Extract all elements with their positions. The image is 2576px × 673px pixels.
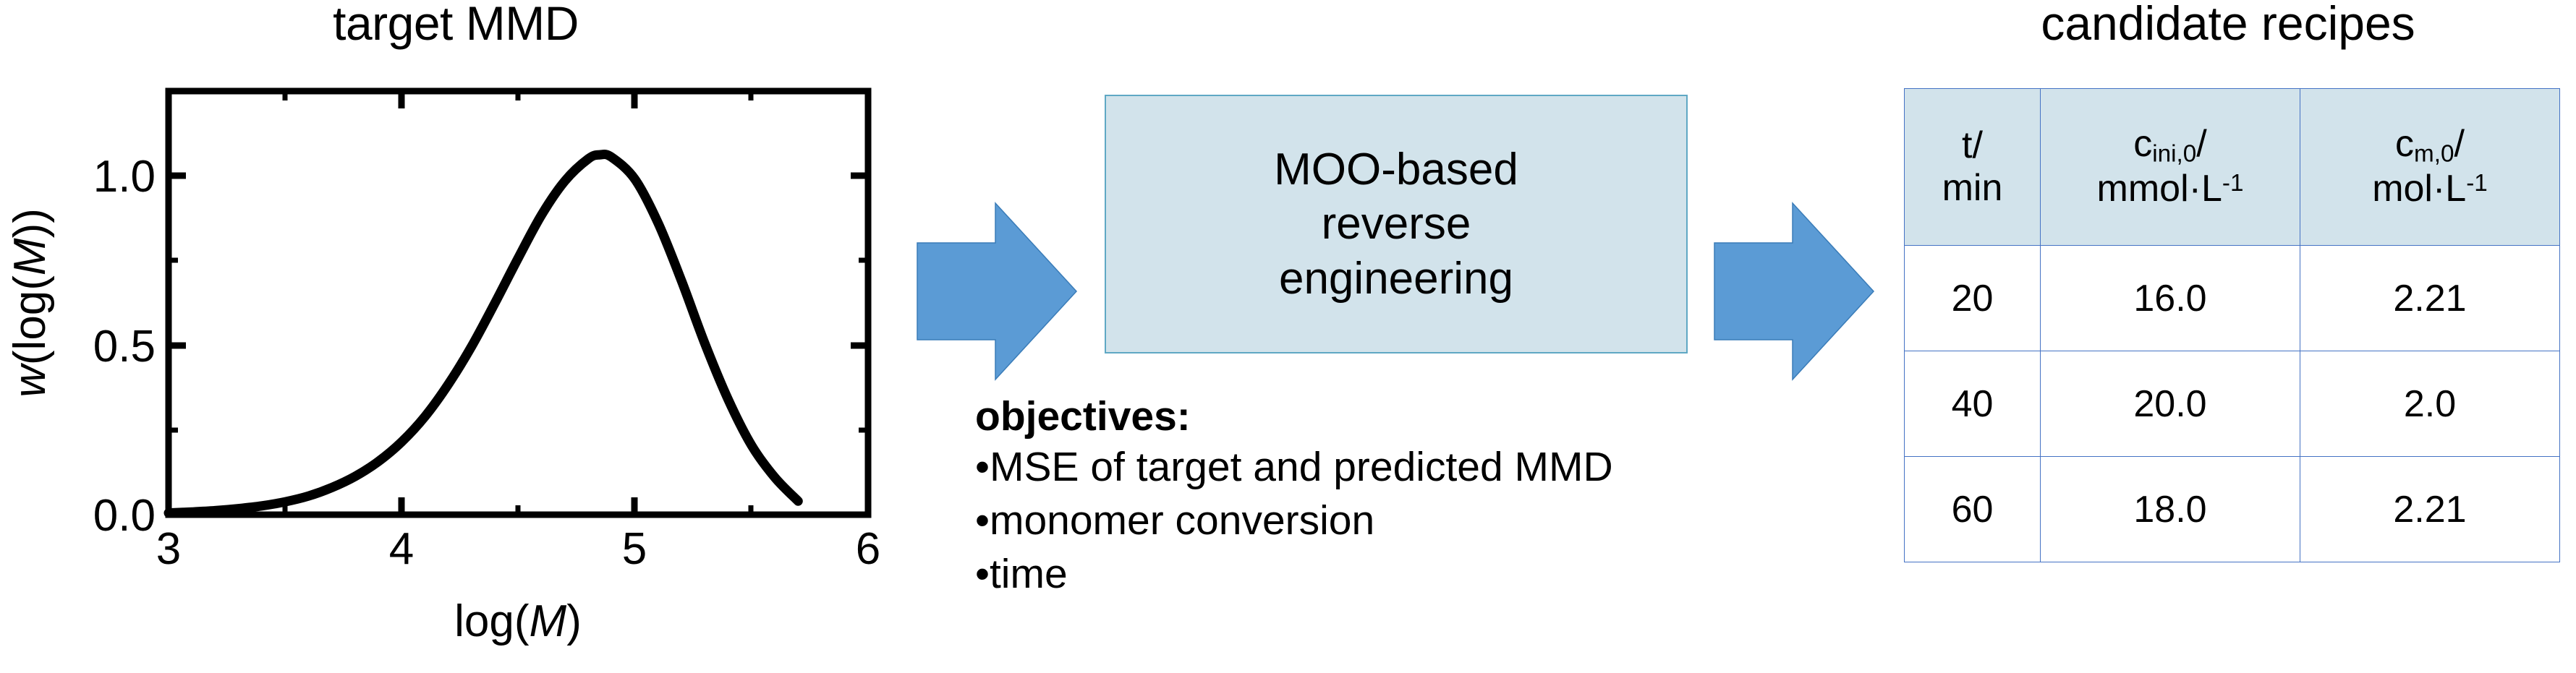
- column-header-time-line2: min: [1942, 167, 2003, 209]
- column-header-time: t/ min: [1904, 88, 2041, 246]
- cell-c-ini: 20.0: [2040, 351, 2300, 457]
- objectives-list: objectives: •MSE of target and predicted…: [975, 393, 1879, 601]
- cell-time: 20: [1904, 245, 2041, 351]
- x-axis-title: log(M): [454, 596, 582, 646]
- mmd-plot: 3 4 5 6 0.0 0.5 1.0 log(M) w(log(M)): [5, 87, 880, 646]
- table-row: 60 18.0 2.21: [1904, 456, 2560, 562]
- arrow-to-moo: [917, 202, 1078, 381]
- y-axis-title: w(log(M)): [5, 208, 55, 398]
- cell-c-m: 2.21: [2300, 456, 2560, 562]
- arrow-shape: [1714, 202, 1875, 381]
- cell-time: 40: [1904, 351, 2041, 457]
- y-tick-label-0: 0.0: [93, 491, 156, 541]
- objective-item-1: •MSE of target and predicted MMD: [975, 440, 1879, 494]
- cell-c-m: 2.0: [2300, 351, 2560, 457]
- chart-title: target MMD: [333, 0, 579, 50]
- x-tick-label-6: 6: [856, 524, 880, 574]
- cell-c-ini: 18.0: [2040, 456, 2300, 562]
- objective-item-2-label: monomer conversion: [989, 497, 1375, 544]
- bullet-icon: •: [975, 551, 990, 598]
- x-tick-label-5: 5: [622, 524, 647, 574]
- cell-c-ini: 16.0: [2040, 245, 2300, 351]
- bullet-icon: •: [975, 443, 990, 490]
- y-axis-minor-ticks: [169, 88, 868, 433]
- objectives-heading: objectives:: [975, 393, 1191, 440]
- objective-item-2: •monomer conversion: [975, 494, 1879, 547]
- objective-item-3-label: time: [989, 551, 1068, 598]
- candidate-recipes-title: candidate recipes: [2041, 0, 2415, 50]
- column-header-time-line1: t/: [1962, 124, 1983, 166]
- arrow-shape: [917, 202, 1078, 381]
- moo-line-3: engineering: [1278, 253, 1514, 304]
- bullet-icon: •: [975, 497, 990, 544]
- table-header-row: t/ min cini,0/ mmol·L-1 cm,0/ mol·L-1: [1904, 88, 2560, 246]
- x-tick-label-4: 4: [389, 524, 414, 574]
- objective-item-1-label: MSE of target and predicted MMD: [989, 443, 1613, 490]
- column-header-c-m-line1: cm,0/: [2395, 123, 2465, 168]
- candidate-recipes-table: t/ min cini,0/ mmol·L-1 cm,0/ mol·L-1 20…: [1904, 88, 2560, 562]
- table-row: 40 20.0 2.0: [1904, 351, 2560, 457]
- y-tick-label-1-0: 1.0: [93, 152, 156, 202]
- column-header-c-ini-line1: cini,0/: [2133, 123, 2207, 168]
- y-tick-label-0-5: 0.5: [93, 322, 156, 372]
- arrow-to-recipes: [1714, 202, 1875, 381]
- column-header-c-m: cm,0/ mol·L-1: [2300, 88, 2560, 246]
- column-header-c-m-line2: mol·L-1: [2372, 168, 2488, 210]
- objective-item-3: •time: [975, 547, 1879, 601]
- moo-reverse-engineering-box[interactable]: MOO-based reverse engineering: [1105, 95, 1688, 353]
- cell-c-m: 2.21: [2300, 245, 2560, 351]
- column-header-c-ini-line2: mmol·L-1: [2096, 168, 2244, 210]
- target-mmd-chart-panel: target MMD: [0, 0, 911, 673]
- table-row: 20 16.0 2.21: [1904, 245, 2560, 351]
- plot-frame: [165, 87, 872, 518]
- x-axis-major-ticks: [165, 91, 872, 515]
- moo-line-2: reverse: [1321, 199, 1471, 249]
- x-axis-minor-ticks: [282, 91, 754, 515]
- cell-time: 60: [1904, 456, 2041, 562]
- moo-line-1: MOO-based: [1274, 144, 1518, 194]
- column-header-c-ini: cini,0/ mmol·L-1: [2040, 88, 2300, 246]
- mmd-distribution-curve: [163, 150, 803, 518]
- x-tick-label-3: 3: [156, 524, 181, 574]
